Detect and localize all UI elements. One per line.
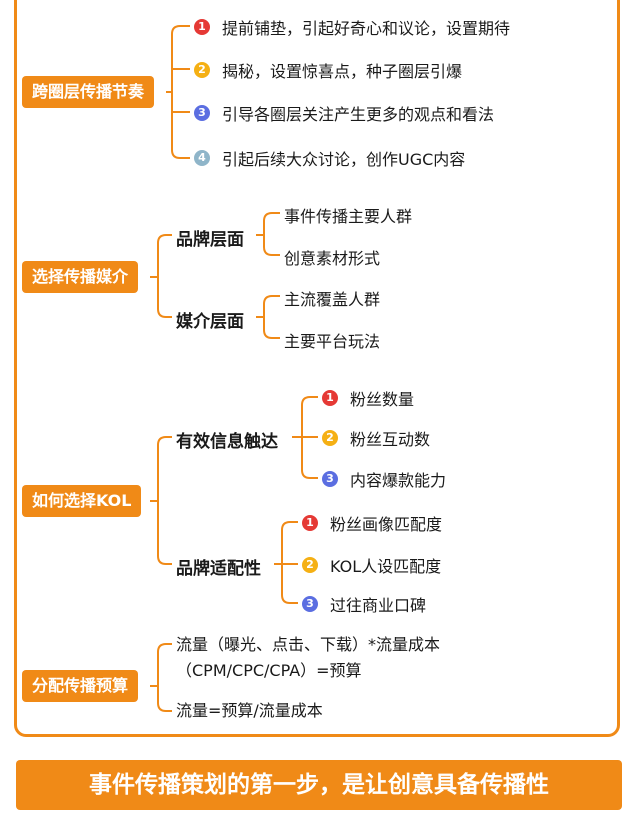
list-item: 3 内容爆款能力: [322, 468, 446, 490]
connector-s2: [150, 234, 172, 318]
section-label-rhythm: 跨圈层传播节奏: [22, 76, 155, 108]
footer-banner: 事件传播策划的第一步，是让创意具备传播性: [16, 760, 622, 810]
item-text: 粉丝互动数: [350, 430, 431, 449]
section-label-media: 选择传播媒介: [22, 261, 139, 293]
item-text: 事件传播主要人群: [284, 207, 413, 226]
section-label-kol: 如何选择KOL: [22, 485, 142, 517]
group-label-media: 媒介层面: [176, 312, 244, 332]
item-text: 粉丝画像匹配度: [330, 515, 443, 534]
connector-s3-g1: [292, 396, 318, 479]
budget-formula: 流量（曝光、点击、下载）*流量成本（CPM/CPC/CPA）=预算: [176, 635, 441, 680]
item-text: 主流覆盖人群: [284, 290, 381, 309]
item-text: 引起后续大众讨论，创作UGC内容: [222, 150, 466, 169]
number-badge: 3: [322, 471, 338, 487]
number-badge: 2: [302, 557, 318, 573]
item-text: 主要平台玩法: [284, 332, 381, 351]
group-label-fit: 品牌适配性: [176, 559, 261, 579]
list-item: 3 引导各圈层关注产生更多的观点和看法: [194, 102, 494, 124]
group-label-reach: 有效信息触达: [176, 432, 278, 452]
list-item: 创意素材形式: [284, 245, 380, 269]
connector-s1: [166, 25, 190, 159]
number-badge: 3: [194, 105, 210, 121]
number-badge: 1: [322, 390, 338, 406]
number-badge: 2: [322, 430, 338, 446]
list-item: 3 过往商业口碑: [302, 593, 426, 615]
list-item: 1 粉丝画像匹配度: [302, 512, 442, 534]
item-text: 揭秘，设置惊喜点，种子圈层引爆: [222, 62, 463, 81]
item-text: 内容爆款能力: [350, 471, 447, 490]
connector-s2-g1: [256, 212, 280, 256]
item-text: 粉丝数量: [350, 390, 415, 409]
connector-s2-g2: [256, 295, 280, 339]
number-badge: 1: [302, 515, 318, 531]
item-text: 过往商业口碑: [330, 596, 427, 615]
budget-formula: 流量=预算/流量成本: [176, 701, 323, 720]
number-badge: 4: [194, 150, 210, 166]
group-label-brand: 品牌层面: [176, 230, 244, 250]
number-badge: 3: [302, 596, 318, 612]
item-text: KOL人设匹配度: [330, 557, 442, 576]
list-item: 1 粉丝数量: [322, 387, 414, 409]
list-item: 主流覆盖人群: [284, 286, 380, 310]
number-badge: 1: [194, 19, 210, 35]
list-item: 主要平台玩法: [284, 328, 380, 352]
item-text: 创意素材形式: [284, 249, 381, 268]
mind-map-frame: [14, 0, 620, 737]
list-item: 2 揭秘，设置惊喜点，种子圈层引爆: [194, 59, 462, 81]
number-badge: 2: [194, 62, 210, 78]
item-text: 引导各圈层关注产生更多的观点和看法: [222, 105, 495, 124]
list-item: 事件传播主要人群: [284, 203, 412, 227]
section-label-budget: 分配传播预算: [22, 670, 139, 702]
list-item: 4 引起后续大众讨论，创作UGC内容: [194, 147, 465, 169]
list-item: 2 KOL人设匹配度: [302, 554, 441, 576]
connector-s3-g2: [274, 521, 298, 604]
connector-s3: [150, 436, 172, 565]
connector-s4: [150, 643, 172, 712]
list-item: 1 提前铺垫，引起好奇心和议论，设置期待: [194, 16, 510, 38]
item-text: 提前铺垫，引起好奇心和议论，设置期待: [222, 19, 511, 38]
list-item: 2 粉丝互动数: [322, 427, 430, 449]
